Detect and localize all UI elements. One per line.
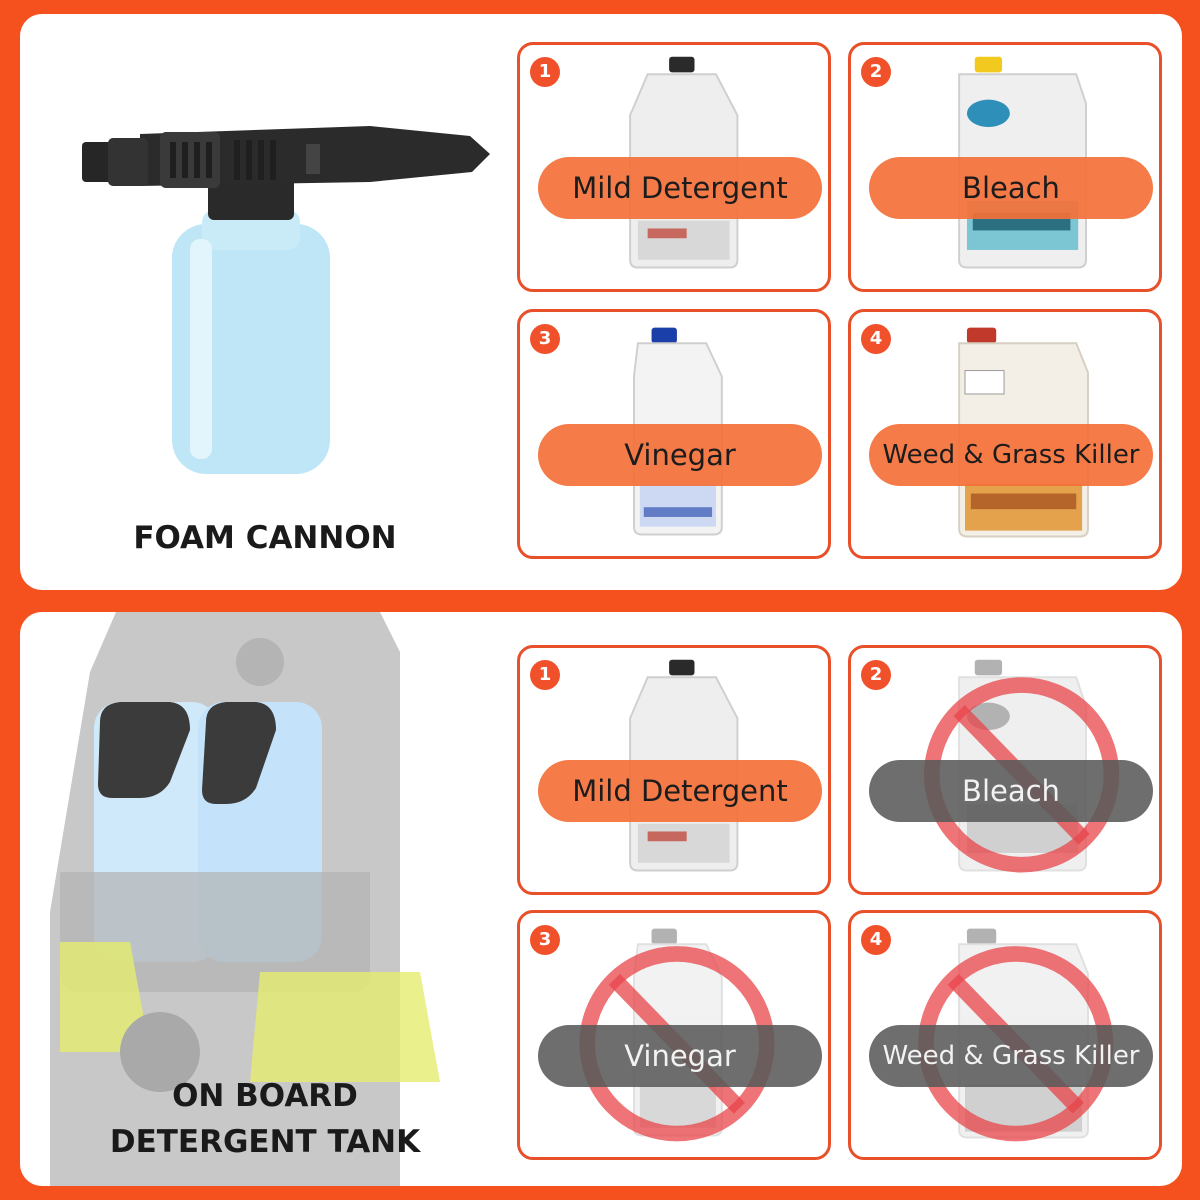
card-number-badge: 4 <box>861 324 891 354</box>
foam-cannon-caption: FOAM CANNON <box>133 520 397 556</box>
card-vinegar-foam: 3 Vinegar <box>517 309 831 559</box>
card-label: Mild Detergent <box>538 157 822 219</box>
onboard-tank-panel: ON BOARD DETERGENT TANK 1 Mild Detergent… <box>20 612 1182 1186</box>
card-mild-detergent-tank: 1 Mild Detergent <box>517 645 831 895</box>
card-number-badge: 1 <box>530 660 560 690</box>
card-weed-killer-tank: 4 Weed & Grass Killer <box>848 910 1162 1160</box>
card-label: Bleach <box>869 157 1153 219</box>
onboard-tank-caption-line2: DETERGENT TANK <box>109 1124 421 1160</box>
card-label: Vinegar <box>538 1025 822 1087</box>
card-number-badge: 2 <box>861 57 891 87</box>
card-number-badge: 4 <box>861 925 891 955</box>
card-number-badge: 3 <box>530 324 560 354</box>
card-label: Weed & Grass Killer <box>869 424 1153 486</box>
card-bleach-tank: 2 Bleach <box>848 645 1162 895</box>
card-vinegar-tank: 3 Vinegar <box>517 910 831 1160</box>
card-number-badge: 3 <box>530 925 560 955</box>
foam-cannon-panel: FOAM CANNON 1 Mild Detergent 2 Bleach <box>20 14 1182 590</box>
card-bleach-foam: 2 Bleach <box>848 42 1162 292</box>
card-number-badge: 2 <box>861 660 891 690</box>
card-label: Bleach <box>869 760 1153 822</box>
card-label: Weed & Grass Killer <box>869 1025 1153 1087</box>
card-label: Mild Detergent <box>538 760 822 822</box>
card-mild-detergent-foam: 1 Mild Detergent <box>517 42 831 292</box>
onboard-tank-illustration <box>50 612 440 1186</box>
foam-cannon-illustration <box>82 126 490 474</box>
card-weed-killer-foam: 4 Weed & Grass Killer <box>848 309 1162 559</box>
onboard-tank-caption-line1: ON BOARD <box>172 1078 358 1114</box>
card-number-badge: 1 <box>530 57 560 87</box>
card-label: Vinegar <box>538 424 822 486</box>
